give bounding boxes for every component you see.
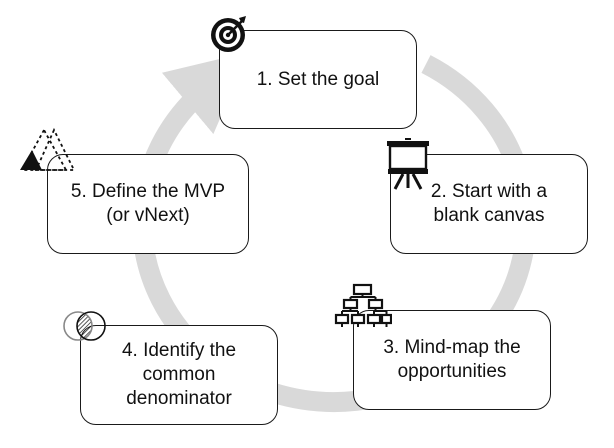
triangles-icon	[20, 127, 76, 171]
step-5-label-line2: (or vNext)	[106, 205, 190, 226]
step-2-blank-canvas: 2. Start with a blank canvas	[390, 154, 588, 254]
step-3-label-line1: 3. Mind-map the	[383, 337, 521, 358]
venn-icon	[63, 311, 106, 341]
org-chart-icon	[334, 283, 392, 327]
step-5-label-line1: 5. Define the MVP	[70, 181, 226, 202]
step-3-label-line2: opportunities	[397, 361, 507, 382]
step-2-label-line1: 2. Start with a	[430, 181, 548, 202]
easel-icon	[387, 138, 429, 190]
step-5-define-mvp: 5. Define the MVP (or vNext)	[47, 154, 249, 254]
step-4-label-line1: 4. Identify the	[121, 340, 237, 361]
step-1-label: 1. Set the goal	[256, 68, 380, 90]
step-1-set-goal: 1. Set the goal	[219, 30, 417, 129]
target-icon	[211, 16, 246, 52]
step-4-label-line3: denominator	[126, 388, 232, 409]
step-2-label-line2: blank canvas	[433, 205, 545, 226]
step-4-label-line2: common	[142, 364, 216, 385]
step-4-common-denominator: 4. Identify the common denominator	[80, 325, 278, 425]
